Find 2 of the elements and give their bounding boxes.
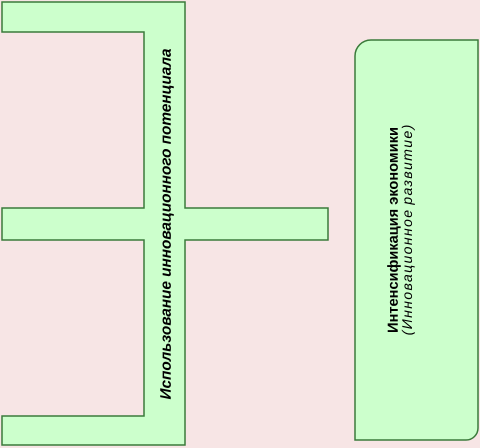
- branching-band: Использование инновационного потенциала: [1, 1, 329, 446]
- rounded-box: Интенсификация экономики (Инновационное развитие): [354, 39, 479, 441]
